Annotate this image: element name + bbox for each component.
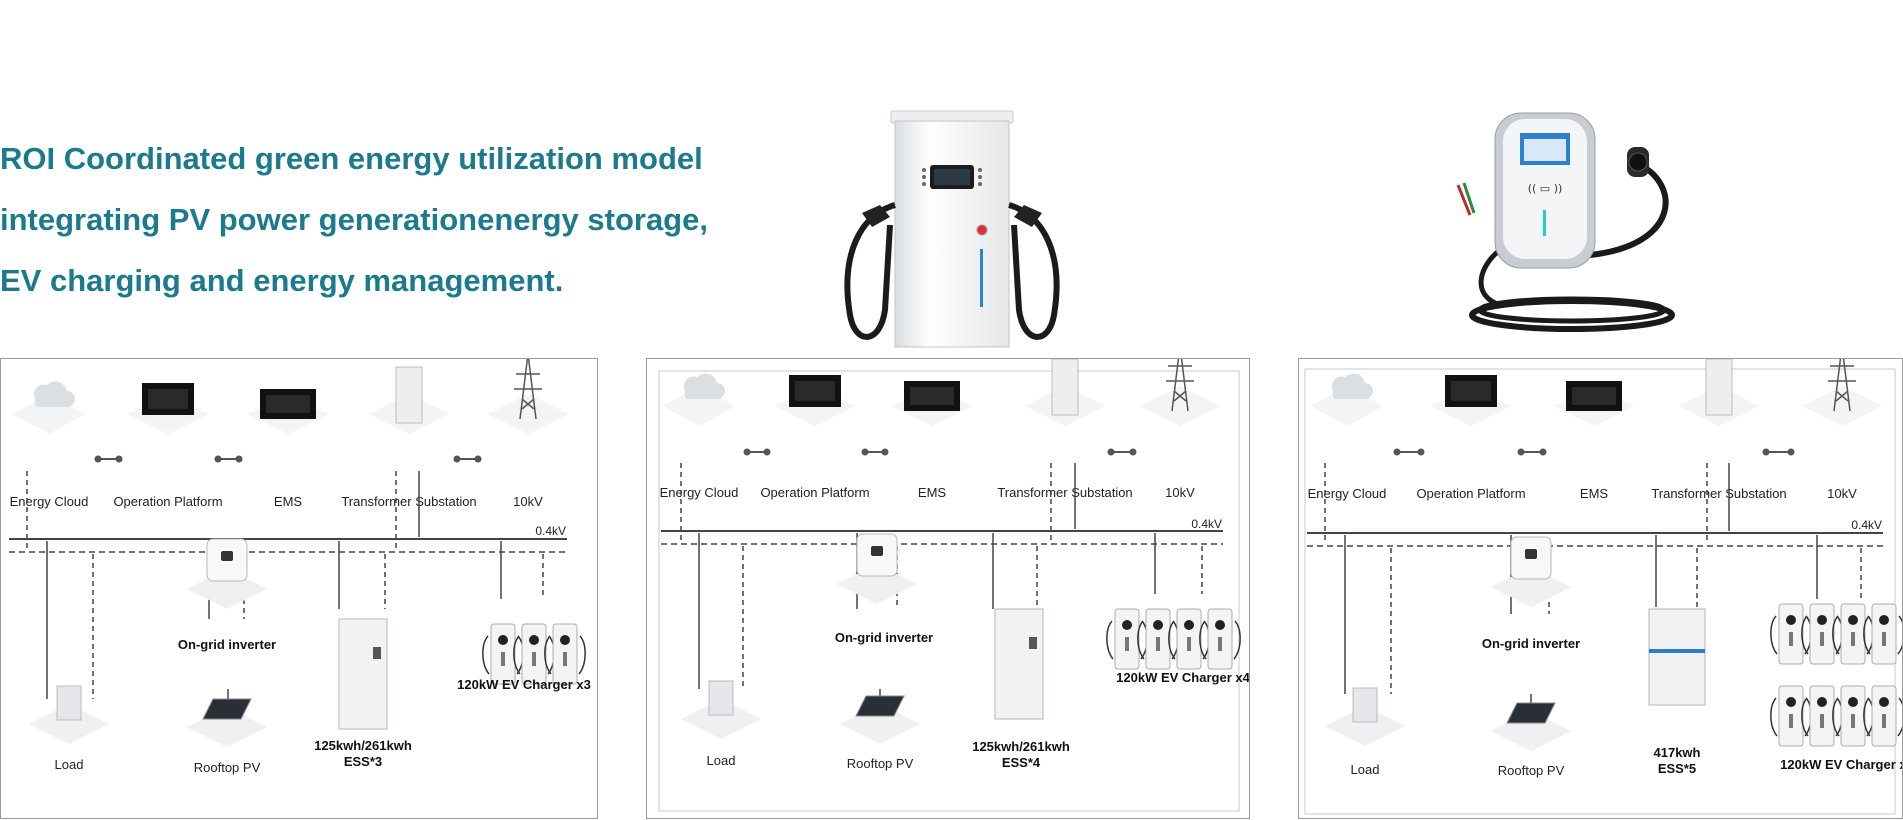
energy-cloud-icon: [13, 381, 85, 434]
ems-icon: [248, 389, 328, 434]
on-grid-inverter-icon: [1491, 536, 1571, 607]
ev-charger-icon: [513, 623, 555, 685]
label-ess-count: ESS*5: [1658, 761, 1696, 776]
rooftop-pv-icon: [1491, 702, 1571, 751]
operation-platform-icon: [128, 383, 208, 434]
label-ems: EMS: [1580, 486, 1609, 501]
label-transformer-substation: Transformer Substation: [341, 494, 476, 509]
label-ev-charger: 120kW EV Charger x8: [1780, 757, 1903, 772]
operation-platform-icon: [775, 375, 855, 426]
label-10kv: 10kV: [1827, 486, 1857, 501]
ev-charger-icon: [1801, 603, 1843, 665]
label-operation-platform: Operation Platform: [1416, 486, 1525, 501]
ev-charger-icon: [1106, 608, 1148, 670]
ev-charger-icon: [1770, 603, 1812, 665]
transformer-substation-icon: [369, 366, 449, 434]
label-ess-capacity: 417kwh: [1654, 745, 1701, 760]
svg-text:(( ▭ )): (( ▭ )): [1528, 182, 1563, 195]
label-load: Load: [707, 753, 736, 768]
label-energy-cloud: Energy Cloud: [1308, 486, 1387, 501]
label-ess-capacity: 125kwh/261kwh: [972, 739, 1070, 754]
operation-platform-icon: [1431, 375, 1511, 426]
ev-charger-icon: [1801, 685, 1843, 747]
load-building-icon: [29, 685, 109, 744]
label-ess-count: ESS*4: [1002, 755, 1041, 770]
ev-charger-group: [482, 623, 586, 685]
label-on-grid-inverter: On-grid inverter: [835, 630, 933, 645]
label-rooftop-pv: Rooftop PV: [194, 760, 261, 775]
load-building-icon: [1325, 687, 1405, 746]
label-10kv: 10kV: [1165, 485, 1195, 500]
ev-charger-icon: [1832, 685, 1874, 747]
ev-charger-icon: [1832, 603, 1874, 665]
10kv-tower-icon: [1802, 359, 1882, 426]
ess-cabinet-icon: [338, 618, 388, 730]
ev-charger-icon: [1137, 608, 1179, 670]
10kv-tower-icon: [488, 359, 568, 434]
ev-charger-icon: [1863, 685, 1902, 747]
10kv-tower-icon: [1140, 359, 1220, 426]
rooftop-pv-icon: [187, 698, 267, 747]
dc-charger-image: [844, 110, 1060, 348]
label-rooftop-pv: Rooftop PV: [847, 756, 914, 771]
label-rooftop-pv: Rooftop PV: [1498, 763, 1565, 778]
label-operation-platform: Operation Platform: [113, 494, 222, 509]
system-diagram-3: Energy Cloud Operation Platform EMS Tran…: [1298, 358, 1903, 819]
label-transformer-substation: Transformer Substation: [997, 485, 1132, 500]
bus-voltage-label: 0.4kV: [1851, 518, 1882, 532]
label-transformer-substation: Transformer Substation: [1651, 486, 1786, 501]
energy-cloud-icon: [1311, 373, 1383, 426]
label-ems: EMS: [274, 494, 303, 509]
headline: ROI Coordinated green energy utilization…: [0, 128, 800, 311]
ev-charger-group: [1106, 608, 1241, 670]
headline-line-2: integrating PV power generationenergy st…: [0, 202, 708, 237]
label-ems: EMS: [918, 485, 947, 500]
transformer-substation-icon: [1679, 359, 1759, 426]
ev-charger-icon: [1199, 608, 1241, 670]
ev-charger-icon: [1168, 608, 1210, 670]
label-energy-cloud: Energy Cloud: [10, 494, 89, 509]
ems-icon: [1554, 381, 1634, 426]
load-building-icon: [681, 680, 761, 739]
label-load: Load: [1351, 762, 1380, 777]
headline-line-1: ROI Coordinated green energy utilization…: [0, 141, 703, 176]
label-10kv: 10kV: [513, 494, 543, 509]
energy-cloud-icon: [663, 373, 735, 426]
ev-charger-icon: [1770, 685, 1812, 747]
ev-charger-icon: [1863, 603, 1902, 665]
label-on-grid-inverter: On-grid inverter: [178, 637, 276, 652]
bus-voltage-label: 0.4kV: [1191, 517, 1222, 531]
on-grid-inverter-icon: [187, 538, 267, 609]
ess-cabinet-icon: [1648, 608, 1706, 706]
ev-charger-group: [1770, 603, 1902, 747]
label-on-grid-inverter: On-grid inverter: [1482, 636, 1580, 651]
label-energy-cloud: Energy Cloud: [660, 485, 739, 500]
label-load: Load: [55, 757, 84, 772]
ev-charger-icon: [544, 623, 586, 685]
ems-icon: [892, 381, 972, 426]
rooftop-pv-icon: [840, 695, 920, 744]
transformer-substation-icon: [1025, 359, 1105, 426]
label-operation-platform: Operation Platform: [760, 485, 869, 500]
label-ess-count: ESS*3: [344, 754, 382, 769]
ac-wallbox-image: (( ▭ )): [1456, 112, 1675, 332]
label-ess-capacity: 125kwh/261kwh: [314, 738, 412, 753]
ess-cabinet-icon: [994, 608, 1044, 720]
system-diagram-2: Energy Cloud Operation Platform EMS Tran…: [646, 358, 1250, 819]
bus-voltage-label: 0.4kV: [535, 524, 566, 538]
ev-charger-icon: [482, 623, 524, 685]
headline-line-3: EV charging and energy management.: [0, 263, 564, 298]
label-ev-charger: 120kW EV Charger x3: [457, 677, 591, 692]
on-grid-inverter-icon: [837, 533, 917, 604]
system-diagram-1: Energy Cloud Operation Platform EMS Tran…: [0, 358, 598, 819]
label-ev-charger: 120kW EV Charger x4: [1116, 670, 1250, 685]
